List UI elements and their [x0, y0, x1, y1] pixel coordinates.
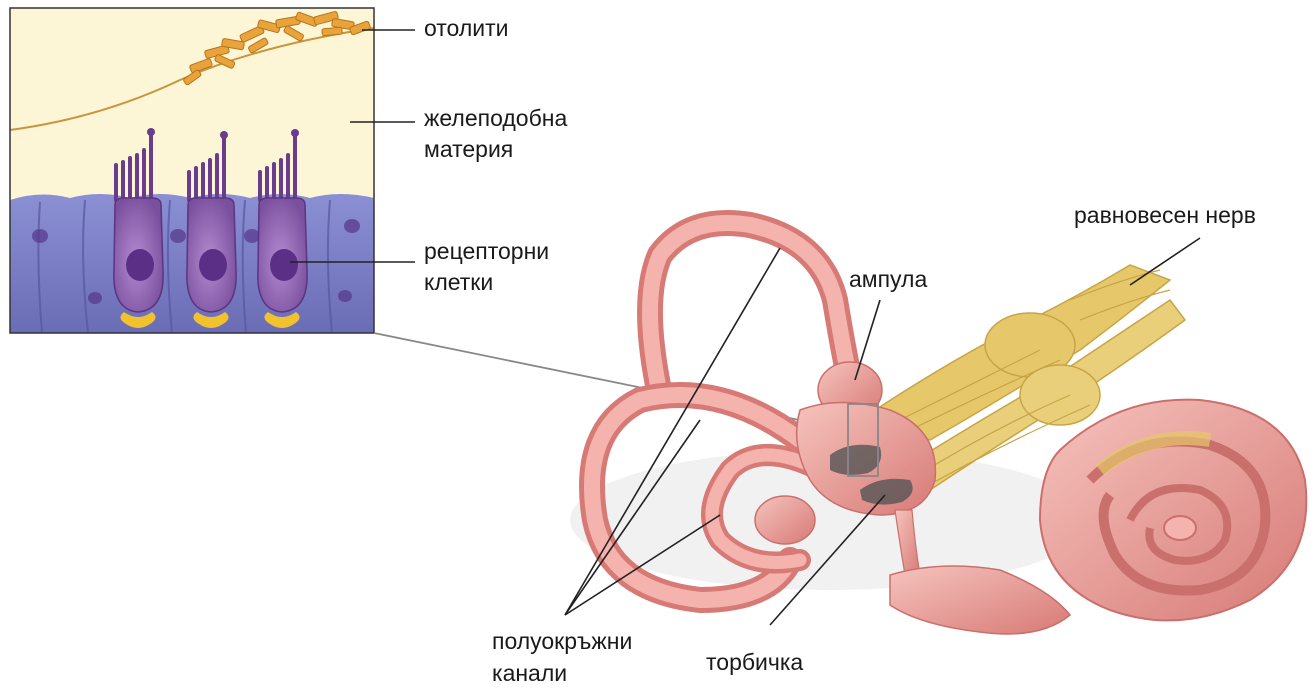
label-otoliths: отолити — [424, 15, 509, 42]
label-semicircular-canals-line2: канали — [492, 660, 567, 687]
label-vestibular-nerve: равновесен нерв — [1074, 202, 1256, 229]
label-gel-matter-line1: желеподобна — [424, 105, 567, 132]
label-semicircular-canals-line1: полуокръжни — [492, 628, 632, 655]
label-receptor-cells-line2: клетки — [424, 269, 493, 296]
inner-ear-labyrinth — [570, 223, 1306, 634]
receptor-inset — [10, 8, 374, 333]
label-receptor-cells-line1: рецепторни — [424, 238, 549, 265]
semicircular-canal-superior — [650, 223, 850, 395]
label-gel-matter-line2: материя — [424, 136, 513, 163]
cochlea — [1040, 400, 1306, 621]
label-ampulla: ампула — [849, 266, 927, 293]
label-saccule: торбичка — [706, 649, 803, 676]
